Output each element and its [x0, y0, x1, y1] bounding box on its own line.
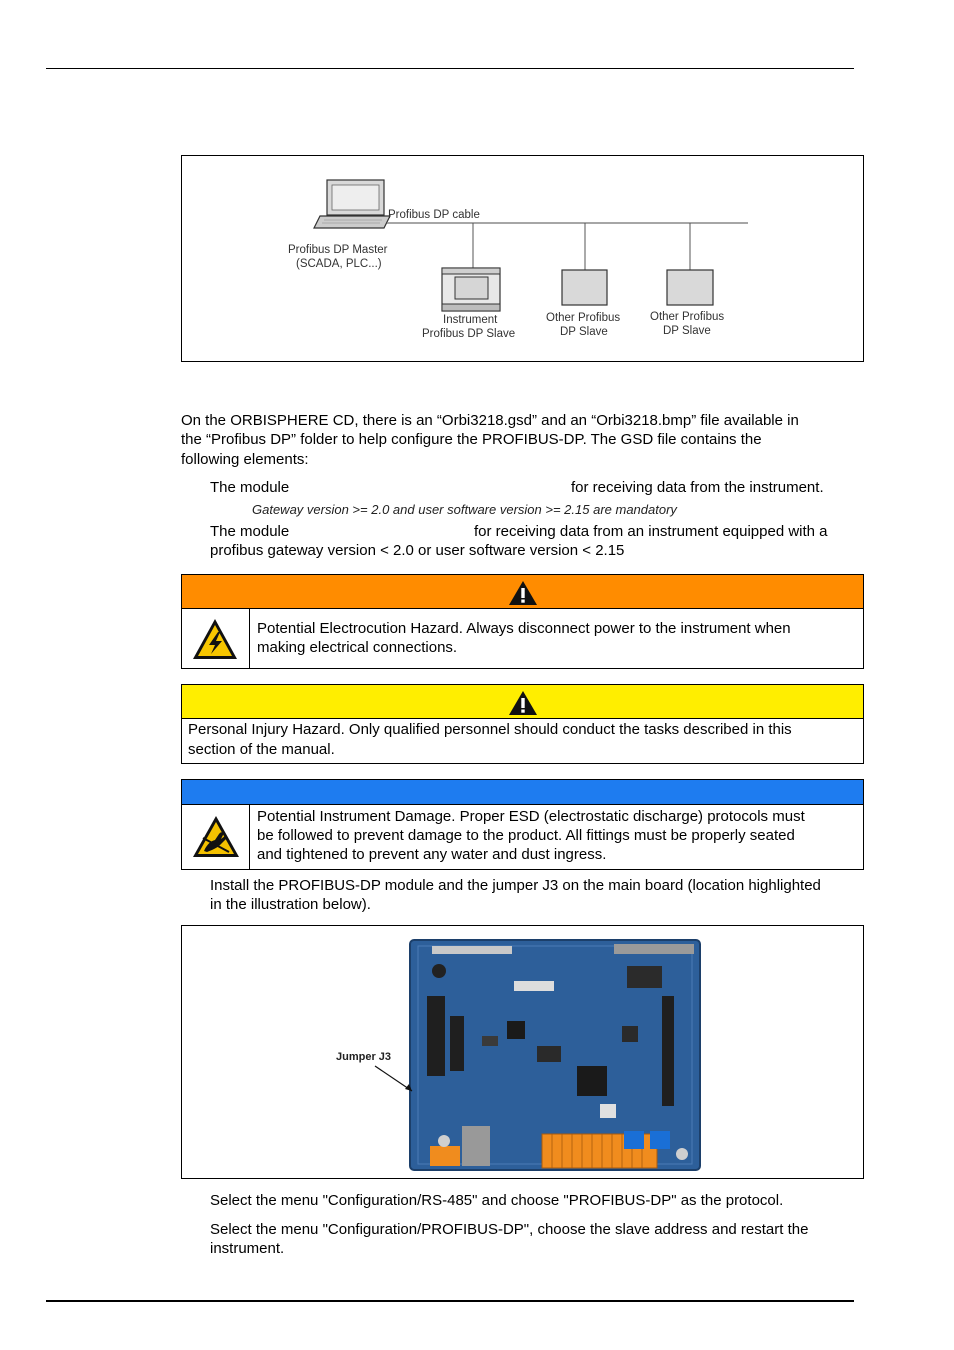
danger-box: Potential Electrocution Hazard. Always d… [181, 574, 864, 669]
install-step-line1: Install the PROFIBUS-DP module and the j… [210, 877, 821, 894]
danger-header [182, 575, 863, 609]
other1-label-line1: Other Profibus [546, 312, 621, 324]
network-diagram: Profibus DP cable Profibus DP Master (SC… [181, 155, 864, 362]
other2-label-line1: Other Profibus [650, 311, 725, 323]
main-board-figure: Jumper J3 [181, 925, 864, 1179]
module1-suffix: for receiving data from the instrument. [571, 479, 824, 496]
warning-triangle-icon [508, 581, 537, 605]
intro-line3: following elements: [181, 451, 309, 468]
caution-text-line1: Personal Injury Hazard. Only qualified p… [188, 721, 792, 738]
notice-text-line3: and tightened to prevent any water and d… [257, 846, 607, 863]
step-select-rs485: Select the menu "Configuration/RS-485" a… [210, 1192, 784, 1209]
install-step-line2: in the illustration below). [210, 896, 371, 913]
danger-text-line2: making electrical connections. [257, 639, 458, 656]
intro-line2: the “Profibus DP” folder to help configu… [181, 431, 762, 448]
module1-prefix: The module [210, 479, 290, 496]
master-label-line1: Profibus DP Master [288, 244, 388, 256]
warning-triangle-icon [508, 691, 537, 715]
notice-header [182, 780, 863, 805]
caution-text-line2: section of the manual. [188, 741, 335, 758]
network-diagram-graphic [313, 179, 748, 312]
instrument-icon [441, 267, 501, 312]
caution-header [182, 685, 863, 719]
other-slave-1-icon [561, 269, 608, 306]
notice-text-line1: Potential Instrument Damage. Proper ESD … [257, 808, 805, 825]
other1-label-line2: DP Slave [560, 326, 608, 338]
master-label-line2: (SCADA, PLC...) [296, 258, 382, 270]
step-select-profibus-line2: instrument. [210, 1240, 285, 1257]
header-rule [46, 68, 854, 69]
intro-line1: On the ORBISPHERE CD, there is an “Orbi3… [181, 412, 799, 429]
danger-icon-cell [182, 609, 250, 668]
danger-text-line1: Potential Electrocution Hazard. Always d… [257, 620, 791, 637]
cable-label: Profibus DP cable [388, 209, 480, 221]
module2-prefix: The module [210, 523, 290, 540]
notice-text-line2: be followed to prevent damage to the pro… [257, 827, 795, 844]
other2-label-line2: DP Slave [663, 325, 711, 337]
footer-rule [46, 1300, 854, 1302]
instrument-label-line2: Profibus DP Slave [422, 328, 516, 340]
jumper-leader-line [374, 1065, 413, 1092]
instrument-label-line1: Instrument [443, 314, 498, 326]
notice-box: Potential Instrument Damage. Proper ESD … [181, 779, 864, 870]
laptop-icon [313, 179, 391, 229]
other-slave-2-icon [666, 269, 714, 306]
step-select-profibus-line1: Select the menu "Configuration/PROFIBUS-… [210, 1221, 809, 1238]
module2-line2: profibus gateway version < 2.0 or user s… [210, 542, 625, 559]
caution-box: Personal Injury Hazard. Only qualified p… [181, 684, 864, 764]
esd-icon [193, 816, 239, 857]
main-board-graphic [374, 939, 701, 1171]
notice-icon-cell [182, 805, 250, 869]
electrocution-icon [193, 619, 237, 659]
module2-suffix: for receiving data from an instrument eq… [474, 523, 828, 540]
module1-note: Gateway version >= 2.0 and user software… [252, 502, 677, 517]
jumper-j3-label: Jumper J3 [336, 1051, 392, 1063]
